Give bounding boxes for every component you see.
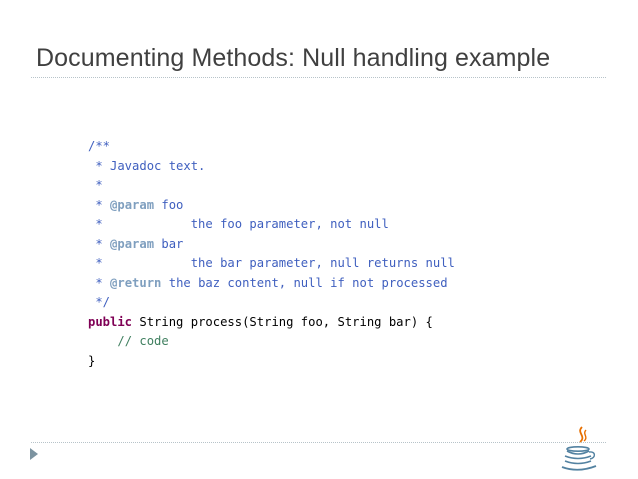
code-line: public String process(String foo, String…: [88, 313, 455, 333]
keyword-public: public: [88, 314, 133, 329]
return-desc: the baz content, null if not processed: [161, 275, 448, 290]
slide-title: Documenting Methods: Null handling examp…: [36, 44, 551, 72]
code-line: * the foo parameter, not null: [88, 215, 455, 235]
code-indent: [88, 334, 117, 348]
javadoc-prefix: *: [88, 236, 111, 251]
footer-divider: [31, 442, 606, 443]
code-block: /** * Javadoc text. * * @param foo * the…: [88, 137, 455, 371]
javadoc-return-tag: @return: [110, 275, 162, 290]
param-name-bar: bar: [154, 236, 184, 251]
code-line: * @param foo: [88, 196, 455, 216]
code-line: }: [88, 352, 455, 372]
code-line: * the bar parameter, null returns null: [88, 254, 455, 274]
javadoc-param-tag: @param: [110, 197, 155, 212]
javadoc-close: */: [88, 295, 111, 309]
javadoc-text: * Javadoc text.: [88, 158, 206, 173]
javadoc-prefix: *: [88, 197, 111, 212]
javadoc-param-tag: @param: [110, 236, 155, 251]
javadoc-blank: *: [88, 178, 103, 192]
javadoc-open: /**: [88, 139, 111, 153]
title-divider: [31, 77, 606, 78]
code-line: /**: [88, 137, 455, 157]
code-line: * Javadoc text.: [88, 157, 455, 177]
code-line: // code: [88, 332, 455, 352]
java-cup-logo: [561, 426, 597, 471]
play-arrow-icon[interactable]: [30, 448, 38, 460]
method-signature: String process(String foo, String bar) {: [132, 314, 433, 329]
javadoc-prefix: *: [88, 275, 111, 290]
code-line: */: [88, 293, 455, 313]
param-name-foo: foo: [154, 197, 184, 212]
code-line: * @param bar: [88, 235, 455, 255]
param-desc-foo: * the foo parameter, not null: [88, 217, 389, 231]
code-line: * @return the baz content, null if not p…: [88, 274, 455, 294]
code-line: *: [88, 176, 455, 196]
closing-brace: }: [88, 353, 96, 368]
line-comment: // code: [117, 334, 169, 348]
param-desc-bar: * the bar parameter, null returns null: [88, 256, 455, 270]
